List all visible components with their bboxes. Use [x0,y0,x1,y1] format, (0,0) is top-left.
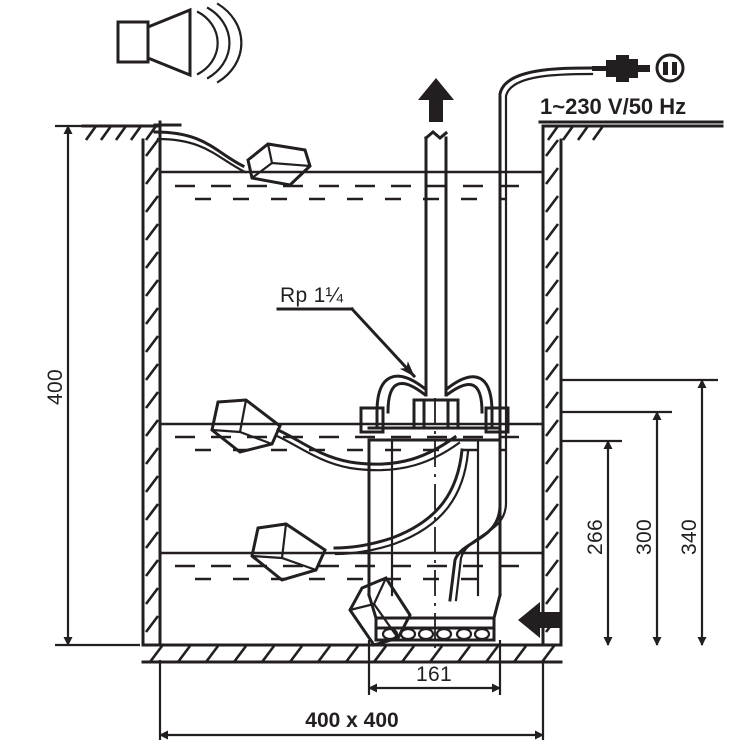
dimension-340 [561,378,718,646]
float-switch-high-level [153,120,312,187]
water-level-high [160,170,543,201]
electrical-spec-label: 1~230 V/50 Hz [540,94,686,119]
dimension-266 [561,439,622,646]
horn-icon [116,2,243,84]
float-switch-mid-level [210,398,461,472]
dimension-266-label: 266 [584,519,607,555]
pit-depth-label: 400 [44,369,67,405]
pit-size-label: 400 x 400 [305,709,398,732]
dimension-300-label: 300 [633,519,656,555]
discharge-pipe [423,130,449,397]
inflow-arrow-icon [518,602,560,638]
discharge-arrow-icon [418,78,454,122]
power-cable [448,66,594,602]
mains-socket-icon [655,53,685,83]
pit-size-dimension [158,660,545,740]
collection-pit [141,124,563,664]
pit-depth-dimension [55,124,140,647]
water-level-low [160,551,543,581]
dimension-300 [561,410,672,646]
mains-plug-icon [592,55,650,82]
dimension-340-label: 340 [678,519,701,555]
float-switch-low-level [250,448,470,647]
thread-size-label: Rp 1¼ [280,284,344,307]
pump-width-label: 161 [416,663,452,686]
submersible-pump [359,374,510,648]
pump-width-dimension [367,640,502,695]
thread-size-leader [276,306,417,379]
